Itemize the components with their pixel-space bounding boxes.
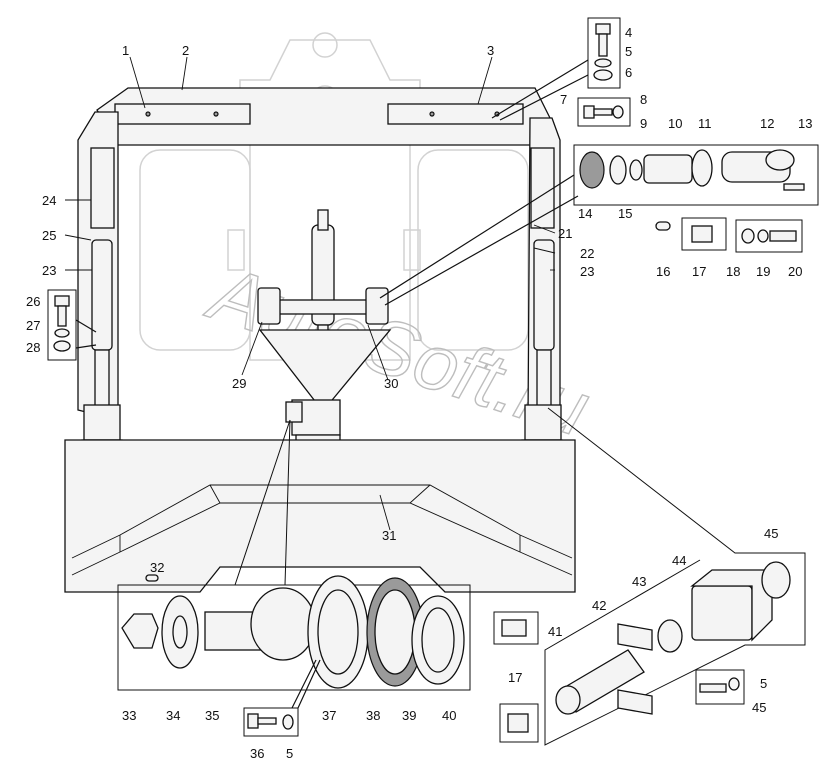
- callout-3: 3: [487, 43, 494, 58]
- callout-40: 40: [442, 708, 456, 723]
- pin-assembly-detail: [379, 97, 819, 306]
- callout-6: 6: [625, 65, 632, 80]
- callout-20: 20: [788, 264, 802, 279]
- callout-4: 4: [625, 25, 632, 40]
- callout-1: 1: [122, 43, 129, 58]
- callout-33: 33: [122, 708, 136, 723]
- callout-18: 18: [726, 264, 740, 279]
- callout-16: 16: [656, 264, 670, 279]
- tractor-ghost-outline: [139, 32, 529, 361]
- callout-28: 28: [26, 340, 40, 355]
- callout-27: 27: [26, 318, 40, 333]
- leader-lines: [64, 56, 556, 531]
- callout-42: 42: [592, 598, 606, 613]
- callout-24: 24: [42, 193, 56, 208]
- callout-35: 35: [205, 708, 219, 723]
- callout-23-right: 23: [580, 264, 594, 279]
- callout-26: 26: [26, 294, 40, 309]
- callout-10: 10: [668, 116, 682, 131]
- center-lift: [257, 209, 392, 473]
- callout-17-top: 17: [692, 264, 706, 279]
- callout-34: 34: [166, 708, 180, 723]
- callout-5-bottom-left: 5: [286, 746, 293, 761]
- callout-9: 9: [640, 116, 647, 131]
- callout-19: 19: [756, 264, 770, 279]
- bolt-washer-detail-left: [47, 289, 97, 361]
- callout-labels: 1 2 3 4 5 6 7 8 9 10 11 12 13 14 15 16 1…: [26, 25, 812, 761]
- callout-36: 36: [250, 746, 264, 761]
- callout-7: 7: [560, 92, 567, 107]
- callout-5-bottom-right: 5: [760, 676, 767, 691]
- callout-12: 12: [760, 116, 774, 131]
- callout-13: 13: [798, 116, 812, 131]
- callout-32: 32: [150, 560, 164, 575]
- callout-25: 25: [42, 228, 56, 243]
- callout-21: 21: [558, 226, 572, 241]
- callout-45-bottom: 45: [752, 700, 766, 715]
- callout-2: 2: [182, 43, 189, 58]
- callout-30: 30: [384, 376, 398, 391]
- callout-43: 43: [632, 574, 646, 589]
- callout-29: 29: [232, 376, 246, 391]
- callout-8: 8: [640, 92, 647, 107]
- callout-11: 11: [698, 116, 712, 131]
- bushing-pin-detail: [499, 407, 806, 746]
- callout-37: 37: [322, 708, 336, 723]
- callout-22: 22: [580, 246, 594, 261]
- callout-31: 31: [382, 528, 396, 543]
- callout-44: 44: [672, 553, 686, 568]
- callout-5-top: 5: [625, 44, 632, 59]
- callout-39: 39: [402, 708, 416, 723]
- callout-45-top: 45: [764, 526, 778, 541]
- callout-23-left: 23: [42, 263, 56, 278]
- hub-seal-detail: [117, 419, 539, 737]
- blade: [64, 439, 576, 593]
- callout-15: 15: [618, 206, 632, 221]
- bolt-washer-detail-top: [491, 17, 621, 121]
- callout-14: 14: [578, 206, 592, 221]
- callout-17-bottom: 17: [508, 670, 522, 685]
- callout-41: 41: [548, 624, 562, 639]
- callout-38: 38: [366, 708, 380, 723]
